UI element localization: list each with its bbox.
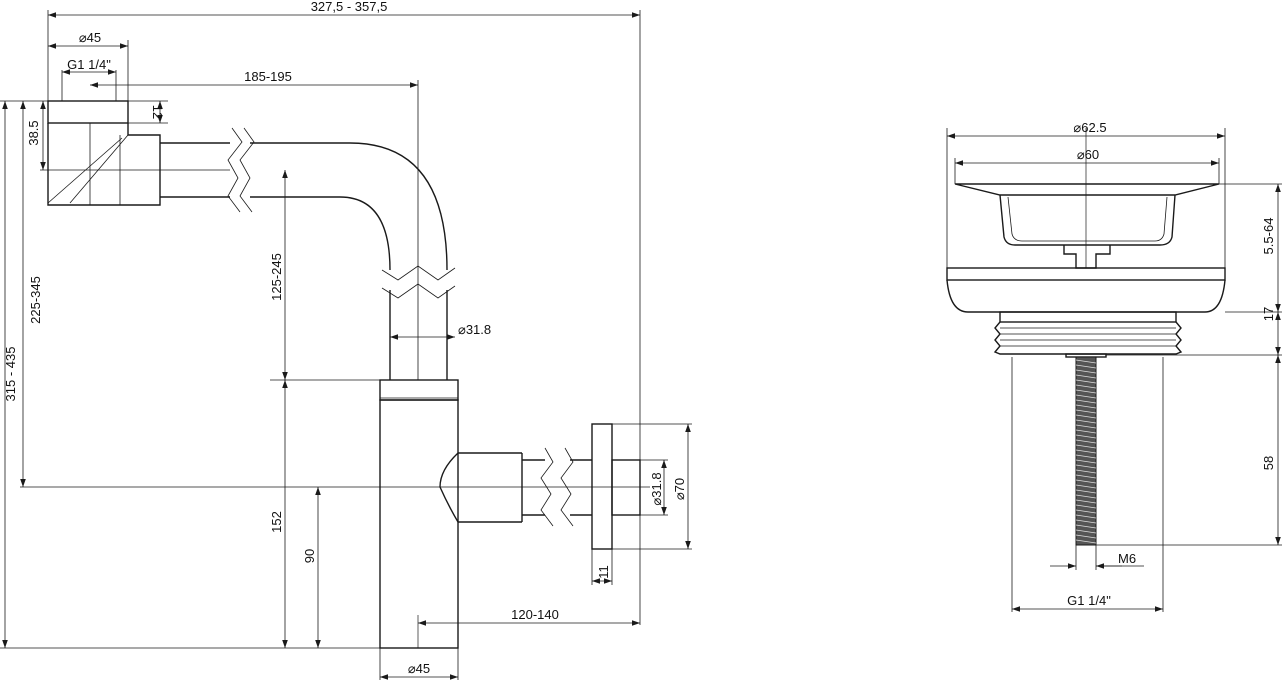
bottle-body — [379, 399, 459, 649]
dim-plug-flange-diameter-label: ⌀62.5 — [1073, 120, 1106, 135]
pipe-break-left — [227, 127, 243, 213]
rod-thread-mark — [1075, 479, 1097, 484]
bottle-trap-view: 327,5 - 357,5 ⌀45 G1 1/4" 185-195 12 38.… — [0, 0, 692, 680]
dim-inlet-thread-label: G1 1/4" — [67, 57, 111, 72]
dim-total-height-label: 315 - 435 — [3, 347, 18, 402]
rod-thread-mark — [1075, 454, 1097, 459]
flange-curve — [946, 279, 1226, 313]
vertical-break-upper — [381, 265, 456, 281]
rod-thread-mark — [1075, 429, 1097, 434]
rod-thread-mark — [1075, 449, 1097, 454]
dim-thread-height-label: 17 — [1261, 307, 1276, 321]
rod-thread-mark — [1075, 444, 1097, 449]
rod-thread-mark — [1075, 434, 1097, 439]
rod-thread-mark — [1075, 534, 1097, 539]
strainer-cup-inner — [1007, 196, 1168, 242]
dim-inlet-body-height-label: 38.5 — [26, 120, 41, 145]
dim-flange-diameter-label: ⌀70 — [672, 478, 687, 500]
rod-thread-mark — [1075, 529, 1097, 534]
rod-thread-mark — [1075, 519, 1097, 524]
drain-plug-view: ⌀62.5 ⌀60 5.5-64 17 58 M6 G1 1/4" — [946, 120, 1282, 612]
rod-thread-mark — [1075, 419, 1097, 424]
rod-thread-mark — [1075, 389, 1097, 394]
inlet-body — [47, 123, 161, 206]
rod-thread-marks — [1075, 359, 1097, 544]
bend-outer — [349, 142, 448, 271]
rod-thread-mark — [1075, 399, 1097, 404]
rod-thread-mark — [1075, 404, 1097, 409]
lower-flange — [946, 267, 1226, 281]
threaded-rod — [1075, 356, 1097, 546]
wall-tube — [611, 459, 641, 516]
dim-stopper-height-label: 5.5-64 — [1261, 218, 1276, 255]
strainer-rim — [954, 183, 1220, 196]
stem-nut — [1063, 245, 1111, 269]
rod-thread-mark — [1075, 439, 1097, 444]
dim-body-height-label: 152 — [269, 511, 284, 533]
bottle-collar — [379, 379, 459, 401]
dim-flange-thickness-label: 11 — [596, 565, 611, 579]
dim-outlet-tube-diameter-label: ⌀31.8 — [649, 472, 664, 505]
dim-outlet-axis-height-label: 90 — [302, 549, 317, 563]
inlet-diagonal-lower — [47, 137, 123, 204]
dim-rod-length-label: 58 — [1261, 456, 1276, 470]
wall-flange — [591, 423, 613, 550]
thread-body — [993, 321, 1183, 355]
dim-outlet-reach-label: 120-140 — [511, 607, 559, 622]
dim-horizontal-offset-label: 185-195 — [244, 69, 292, 84]
rod-thread-mark — [1075, 499, 1097, 504]
rod-thread-mark — [1075, 374, 1097, 379]
pipe-break-right — [239, 127, 255, 213]
rod-thread-mark — [1075, 504, 1097, 509]
strainer-cup — [999, 194, 1176, 246]
inlet-cap — [47, 100, 129, 124]
rod-thread-mark — [1075, 459, 1097, 464]
vertical-break-lower — [381, 283, 456, 299]
rod-thread-mark — [1075, 509, 1097, 514]
dim-rod-thread-label: M6 — [1118, 551, 1136, 566]
rod-thread-mark — [1075, 424, 1097, 429]
rod-thread-mark — [1075, 524, 1097, 529]
outlet-connector — [439, 452, 459, 523]
rod-thread-mark — [1075, 484, 1097, 489]
dim-inlet-axis-height-label: 225-345 — [28, 276, 43, 324]
rod-thread-mark — [1075, 364, 1097, 369]
dim-body-diameter-label: ⌀45 — [408, 661, 430, 676]
inlet-diagonal-upper — [69, 134, 129, 204]
rod-thread-mark — [1075, 494, 1097, 499]
dim-cap-height-label: 12 — [150, 105, 165, 119]
dim-inlet-diameter-label: ⌀45 — [79, 30, 101, 45]
rod-thread-mark — [1075, 394, 1097, 399]
rod-thread-mark — [1075, 474, 1097, 479]
dim-thread-size-label: G1 1/4" — [1067, 593, 1111, 608]
rod-thread-mark — [1075, 469, 1097, 474]
rod-thread-mark — [1075, 489, 1097, 494]
rod-thread-mark — [1075, 369, 1097, 374]
rod-thread-mark — [1075, 409, 1097, 414]
dim-overall-length-label: 327,5 - 357,5 — [311, 0, 388, 14]
rod-thread-mark — [1075, 384, 1097, 389]
thread-collar — [999, 311, 1177, 323]
rod-thread-mark — [1075, 464, 1097, 469]
outlet-break-left — [540, 447, 554, 527]
rod-thread-mark — [1075, 379, 1097, 384]
rod-thread-mark — [1075, 414, 1097, 419]
rod-thread-mark — [1075, 514, 1097, 519]
dim-pipe-diameter-label: ⌀31.8 — [458, 322, 491, 337]
dim-vertical-pipe-length-label: 125-245 — [269, 253, 284, 301]
dim-strainer-diameter-label: ⌀60 — [1077, 147, 1099, 162]
bend-inner — [339, 196, 391, 271]
rod-thread-mark — [1075, 539, 1097, 544]
rod-thread-mark — [1075, 359, 1097, 364]
